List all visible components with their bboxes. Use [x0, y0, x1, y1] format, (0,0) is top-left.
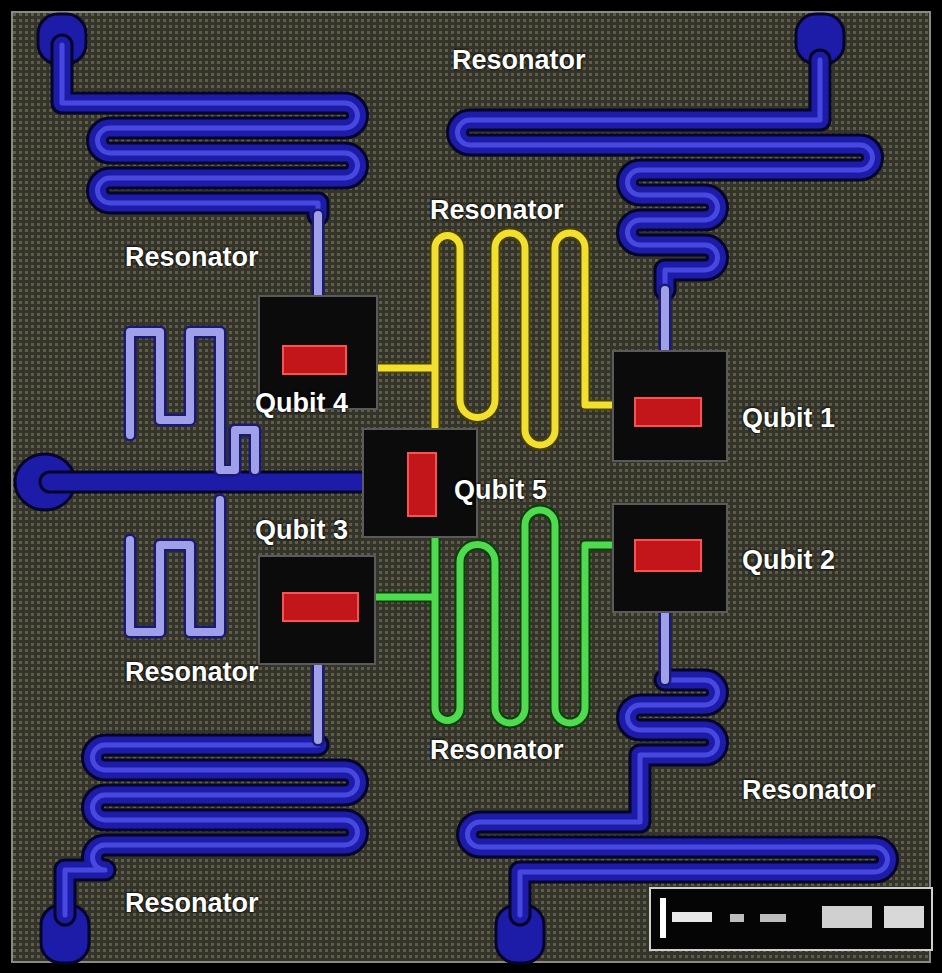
qubit-label: Qubit 5: [454, 474, 547, 506]
filter-outline: [130, 332, 255, 632]
qubit-label: Qubit 4: [255, 387, 348, 419]
resonator-line: [62, 45, 357, 215]
qubit-box: Qubit 4: [258, 295, 378, 410]
label-holder: Resonator: [125, 656, 259, 688]
label-holder: Resonator: [742, 774, 876, 806]
qubit-box: Qubit 5: [362, 428, 478, 538]
scale-mark: [730, 914, 744, 922]
label-holder: Resonator: [430, 194, 564, 226]
qubit-label: Qubit 3: [255, 514, 348, 546]
resonator-line: [467, 680, 887, 915]
resonator-highlight: [467, 680, 887, 915]
label-holder: Resonator: [452, 44, 586, 76]
josephson-junction: [282, 345, 347, 375]
resonator-outline: [467, 680, 887, 915]
josephson-junction: [407, 452, 437, 517]
qubit-box: Qubit 3: [258, 555, 376, 665]
readout-resonators: [50, 45, 888, 915]
resonator-label: Resonator: [125, 656, 259, 688]
resonator-label: Resonator: [452, 44, 586, 76]
qubit-label: Qubit 1: [742, 402, 835, 434]
bus-outline: [376, 510, 628, 723]
resonator-label: Resonator: [125, 241, 259, 273]
scale-tick: [660, 898, 666, 938]
qubit-label: Qubit 2: [742, 544, 835, 576]
substrate: [12, 12, 930, 962]
label-holder: Resonator: [125, 887, 259, 919]
scale-mark: [760, 914, 786, 922]
scale-bar-box: [650, 888, 932, 950]
green-bus-resonator: [376, 510, 628, 723]
josephson-junction: [282, 592, 359, 622]
scale-mark: [884, 906, 924, 928]
resonator-label: Resonator: [430, 734, 564, 766]
resonator-label: Resonator: [125, 887, 259, 919]
label-holder: Resonator: [125, 241, 259, 273]
scale-mark: [822, 906, 872, 928]
filter-line: [130, 332, 255, 632]
josephson-junction: [634, 397, 702, 427]
qubit-box: Qubit 1: [612, 350, 728, 462]
qubit-box: Qubit 2: [612, 503, 728, 613]
resonator-label: Resonator: [430, 194, 564, 226]
resonator-highlight: [62, 45, 357, 215]
josephson-junction: [634, 539, 702, 572]
resonator-outline: [62, 45, 357, 215]
scale-bar: [650, 888, 932, 950]
label-holder: Resonator: [430, 734, 564, 766]
resonator-label: Resonator: [742, 774, 876, 806]
scale-mark: [672, 912, 712, 922]
bus-resonators: [376, 233, 628, 723]
